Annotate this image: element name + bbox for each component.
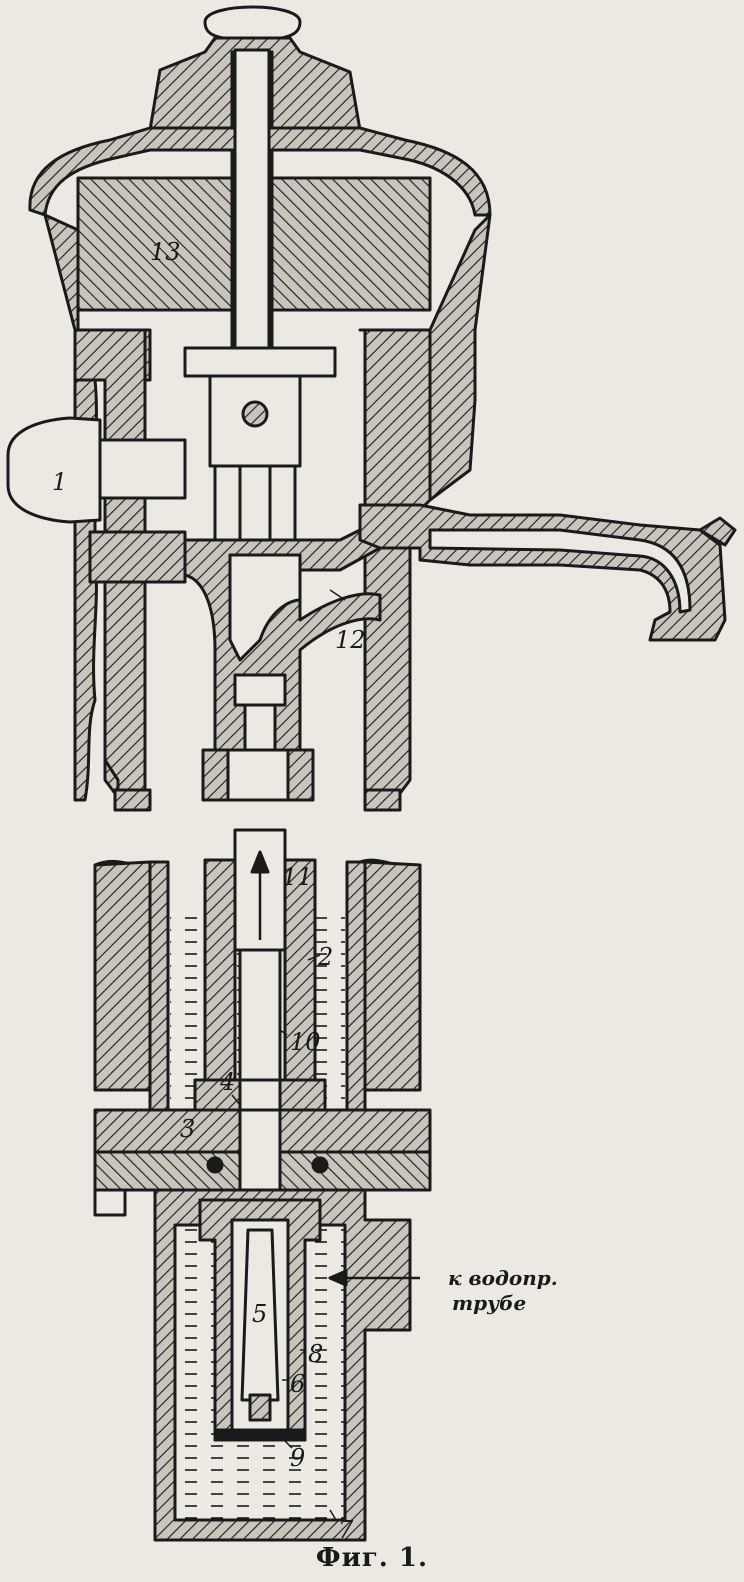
upper-body-right-wall xyxy=(358,328,432,802)
label-7: 7 xyxy=(338,1516,354,1544)
seal-ring-right xyxy=(311,1156,329,1174)
label-8: 8 xyxy=(308,1340,323,1368)
label-13: 13 xyxy=(150,238,181,266)
threaded-nut xyxy=(88,530,187,584)
label-5: 5 xyxy=(252,1300,267,1328)
label-10: 10 xyxy=(290,1028,321,1056)
inlet-arrow xyxy=(328,1269,348,1287)
figure-caption: Фиг. 1. xyxy=(315,1543,429,1573)
handle-boss xyxy=(6,416,102,524)
valve-spring xyxy=(248,1393,272,1422)
annotation-line-1: к водопр. xyxy=(448,1266,558,1290)
cross-plate xyxy=(183,346,337,378)
label-9: 9 xyxy=(290,1444,305,1472)
label-3: 3 xyxy=(180,1115,195,1143)
label-12: 12 xyxy=(335,626,366,654)
lower-cylinder-right-wall xyxy=(363,860,422,1092)
piston-rod xyxy=(233,48,271,352)
top-knob xyxy=(203,5,302,42)
label-4: 4 xyxy=(219,1068,235,1096)
lower-cylinder-left-wall xyxy=(93,860,152,1092)
spout-tip xyxy=(698,516,737,547)
label-2: 2 xyxy=(317,943,333,971)
label-1: 1 xyxy=(52,468,67,496)
crosshead xyxy=(208,374,302,468)
seal-ring-left xyxy=(206,1156,224,1174)
flow-arrow xyxy=(250,850,270,874)
annotation-line-2: трубе xyxy=(452,1291,526,1315)
label-11: 11 xyxy=(282,863,313,891)
pivot-pin xyxy=(241,400,269,428)
cage-base xyxy=(213,1428,307,1442)
flange-bolt-head xyxy=(93,1188,127,1217)
valve-cone xyxy=(240,1228,280,1402)
label-6: 6 xyxy=(290,1370,305,1398)
